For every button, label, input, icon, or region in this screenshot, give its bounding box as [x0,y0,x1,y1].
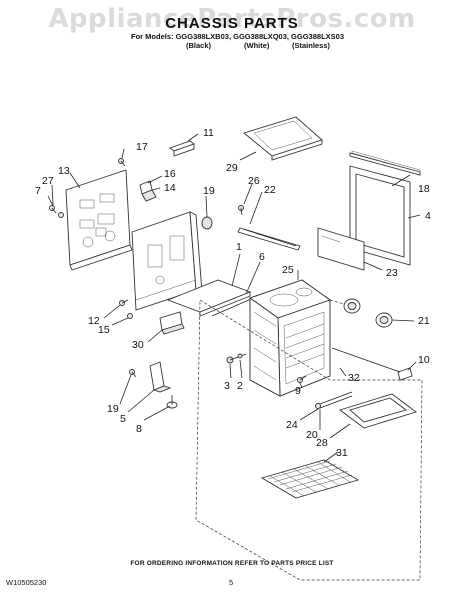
callout-3: 3 [224,380,230,392]
callout-18: 18 [418,183,430,195]
finish-black: (Black) [186,41,212,50]
callout-14: 14 [164,182,176,194]
callout-32: 32 [348,372,360,384]
callout-12: 12 [88,315,100,327]
window-frame-4 [349,165,411,266]
finish-white: (White) [244,41,270,50]
callout-28: 28 [316,437,328,449]
models-line: For Models: GGG388LXB03, GGG388LXQ03, GG… [131,32,344,41]
side-panel-left [65,169,133,271]
leader-lines [47,133,421,463]
callout-26: 26 [248,175,260,187]
callout-19-top: 19 [203,185,215,197]
callout-17: 17 [136,141,148,153]
leveling-leg-5-8-19 [129,361,178,409]
callout-23: 23 [386,267,398,279]
document-id: W10505230 [6,578,47,587]
watermark: AppliancePartsPros.com [48,4,416,34]
callout-5: 5 [120,413,126,425]
bracket-11 [169,140,195,157]
page-number: 5 [229,578,234,587]
callout-11: 11 [203,127,214,139]
callout-22: 22 [264,184,276,196]
callout-24: 24 [286,419,298,431]
window-glass-23 [317,227,365,271]
callout-20: 20 [306,429,318,441]
brackets-14-16 [139,180,157,202]
valve-knobs-21 [329,298,393,328]
bottom-panel-1 [166,279,252,317]
callout-31: 31 [336,447,348,459]
ordering-note: FOR ORDERING INFORMATION REFER TO PARTS … [130,560,334,567]
page-title: CHASSIS PARTS [165,15,299,32]
callout-29: 29 [226,162,238,174]
callout-8: 8 [136,423,142,435]
top-panel-29 [243,116,323,161]
grommet-19 [201,216,213,230]
door-seal-18 [349,150,421,176]
screws-12-15 [119,299,133,319]
callout-30: 30 [132,339,144,351]
screws-2-3 [226,353,247,364]
rear-frame [131,211,203,311]
oven-cavity-25 [249,279,331,397]
callout-7: 7 [35,185,41,197]
callout-15: 15 [98,324,110,336]
callout-16: 16 [164,168,176,180]
igniter-bracket-22 [237,205,301,251]
callout-9: 9 [295,385,301,397]
bracket-30 [159,311,185,335]
rail-32 [331,347,401,373]
assembly-outline [195,299,423,581]
callout-25: 25 [282,264,294,276]
callout-numbers: 13 27 7 17 11 16 14 19 29 26 22 1 6 18 4… [35,127,431,459]
callout-27: 27 [42,175,54,187]
callout-6: 6 [259,251,265,263]
screw-9 [297,375,307,383]
broil-plate-28 [339,393,417,429]
igniter-tube-20-24 [315,391,353,409]
screw-7-27 [49,205,64,218]
bracket-10 [397,367,413,381]
callout-21: 21 [418,315,430,327]
callout-13: 13 [58,165,70,177]
callout-4: 4 [425,210,431,222]
finish-stainless: (Stainless) [292,41,330,50]
screw-17 [118,158,126,167]
oven-rack-31 [260,459,360,499]
callout-19-bottom: 19 [107,403,119,415]
callout-10: 10 [418,354,430,366]
callout-2: 2 [237,380,243,392]
callout-1: 1 [236,241,242,253]
